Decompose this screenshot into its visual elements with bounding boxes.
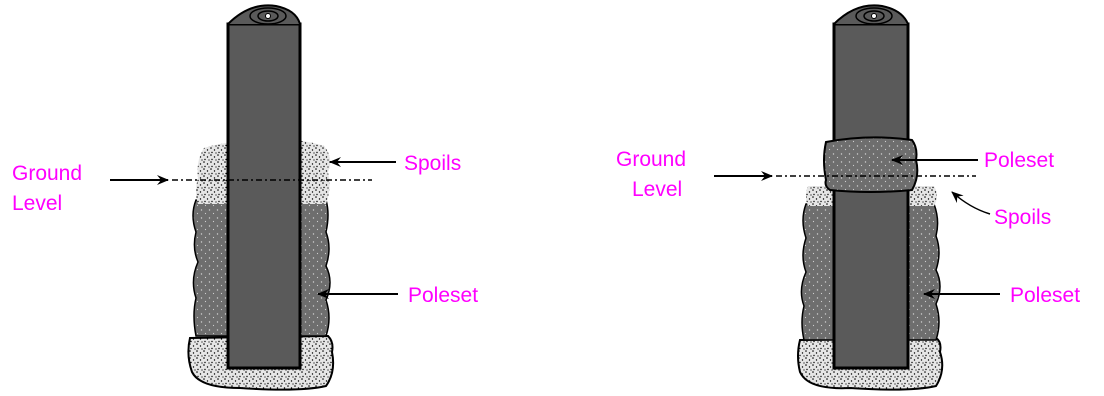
right-spoils-label: Spoils [994,206,1051,229]
left-pole [226,22,302,370]
right-pole-top-rings [833,4,909,25]
right-pole-diagram: Ground Level Poleset Spoils Poleset [616,4,1080,391]
right-spoils-leader [951,191,991,215]
left-poleset-label: Poleset [408,284,478,307]
left-ground-level-label-line2: Level [12,192,62,215]
right-pole [832,22,910,370]
right-poleset-top-label: Poleset [984,149,1054,172]
left-spoils-label: Spoils [404,152,461,175]
right-ground-level-label-line1: Ground [616,148,686,171]
left-pole-top-rings [227,4,301,25]
left-pole-diagram: Ground Level Spoils Poleset [12,4,478,391]
right-ground-level-label-line2: Level [632,178,682,201]
right-poleset-collar [823,136,919,193]
left-ground-level-label-line1: Ground [12,162,82,185]
right-poleset-bottom-label: Poleset [1010,284,1080,307]
